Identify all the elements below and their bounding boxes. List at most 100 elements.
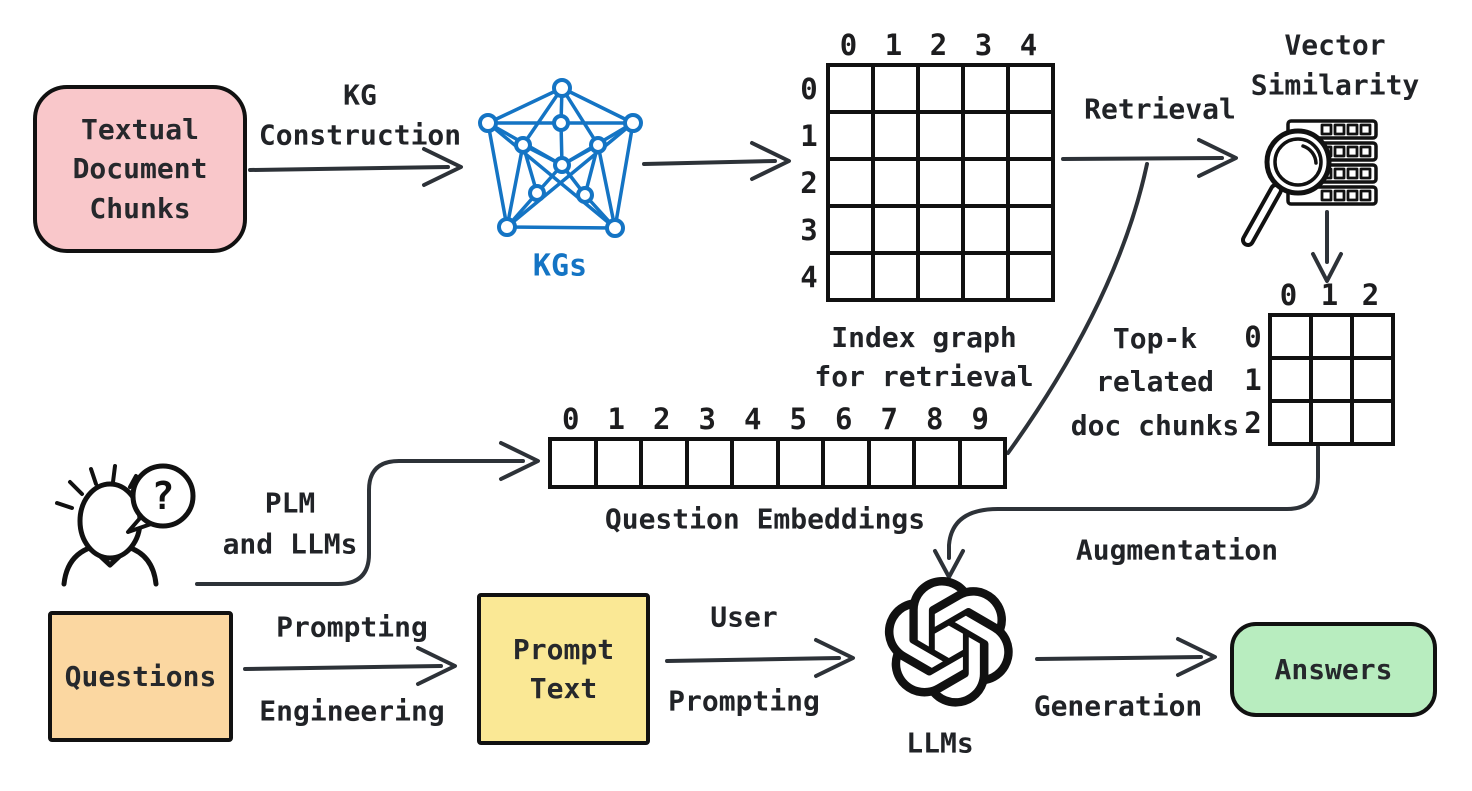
matrix-cell xyxy=(686,439,732,487)
matrix-col-label: 2 xyxy=(1361,278,1380,312)
idea-rays-icon xyxy=(55,464,138,510)
matrix-col-label: 3 xyxy=(698,402,716,436)
matrix-cell xyxy=(918,159,963,206)
matrix-cell xyxy=(1270,358,1311,401)
matrix-cell xyxy=(918,65,963,112)
matrix-row-label: 1 xyxy=(1244,362,1262,397)
matrix-cell xyxy=(595,439,641,487)
matrix-cell xyxy=(1008,112,1053,159)
label-question-embeddings: Question Embeddings xyxy=(604,502,926,536)
speech-bubble-tail xyxy=(126,515,153,534)
matrix-col-label: 1 xyxy=(607,402,625,436)
matrix-cell xyxy=(914,439,960,487)
label-plm-llms: PLM and LLMs xyxy=(222,486,358,560)
matrix-cell xyxy=(873,206,918,253)
matrix-col-label: 0 xyxy=(839,28,858,62)
node-questions: Questions xyxy=(48,611,233,742)
arrow-user-prompting xyxy=(665,638,855,678)
matrix-col-label: 3 xyxy=(974,28,993,62)
question-mark: ? xyxy=(152,474,175,518)
matrix-row-label: 2 xyxy=(800,165,818,200)
node-prompt-text: Prompt Text xyxy=(477,593,650,745)
matrix-row-label: 1 xyxy=(800,118,818,153)
label-retrieval: Retrieval xyxy=(1084,92,1236,126)
label-user-prompting: Prompting xyxy=(668,684,820,718)
matrix-cell xyxy=(963,65,1008,112)
matrix-col-label: 1 xyxy=(884,28,903,62)
matrix-cell xyxy=(1311,401,1352,444)
matrix-col-label: 6 xyxy=(835,402,853,436)
matrix-cell xyxy=(1311,358,1352,401)
knowledge-graph-icon xyxy=(478,78,643,238)
label-kgs: KGs xyxy=(532,248,588,284)
label-vector-similarity: Vector Similarity xyxy=(1250,28,1420,101)
matrix-col-label: 0 xyxy=(1279,278,1298,312)
matrix-row-label: 3 xyxy=(800,212,818,247)
matrix-corner xyxy=(792,27,826,63)
matrix-cell xyxy=(828,65,873,112)
matrix-corner xyxy=(1238,277,1268,313)
matrix-cell xyxy=(823,439,869,487)
node-answers: Answers xyxy=(1230,622,1437,717)
arrow-kgs-to-matrix xyxy=(642,141,791,181)
matrix-row-label: 2 xyxy=(1244,405,1262,440)
matrix-cell xyxy=(550,439,596,487)
matrix-cells xyxy=(548,437,1007,489)
matrix-cell xyxy=(959,439,1005,487)
label-topk: Top-k related doc chunks xyxy=(1070,321,1240,442)
arrow-prompt-engineering xyxy=(243,646,457,686)
arrow-similarity-to-topk xyxy=(1311,210,1343,283)
matrix-cell xyxy=(1270,401,1311,444)
matrix-col-label: 2 xyxy=(929,28,948,62)
matrix-cells xyxy=(826,63,1055,302)
node-textual-document-chunks: Textual Document Chunks xyxy=(33,85,247,253)
matrix-cell xyxy=(1008,206,1053,253)
matrix-cell xyxy=(1008,159,1053,206)
matrix-cell xyxy=(873,253,918,300)
magnifier-icon xyxy=(1241,128,1332,247)
matrix-cell xyxy=(777,439,823,487)
arrow-retrieval xyxy=(1061,138,1238,178)
matrix-col-label: 8 xyxy=(926,402,944,436)
matrix-col-label: 5 xyxy=(789,402,807,436)
label-index-graph: Index graph for retrieval xyxy=(814,320,1034,393)
matrix-cell xyxy=(828,159,873,206)
label-kg-construction: KG Construction xyxy=(258,78,462,151)
matrix-cell xyxy=(873,65,918,112)
matrix-cell xyxy=(918,112,963,159)
matrix-cell xyxy=(963,206,1008,253)
matrix-cell xyxy=(873,159,918,206)
vector-similarity-icon xyxy=(1241,119,1378,247)
matrix-row-label: 0 xyxy=(800,71,818,106)
matrix-cell xyxy=(828,253,873,300)
matrix-col-label: 2 xyxy=(653,402,671,436)
matrix-cell xyxy=(828,112,873,159)
matrix-cell xyxy=(828,206,873,253)
matrix-col-label: 1 xyxy=(1320,278,1339,312)
llm-logo-icon xyxy=(884,577,1013,707)
label-engineering: Engineering xyxy=(259,694,445,728)
matrix-cell xyxy=(1352,315,1393,358)
matrix-col-label: 9 xyxy=(971,402,989,436)
matrix-col-label: 0 xyxy=(562,402,580,436)
matrix-cell xyxy=(1311,315,1352,358)
label-llms: LLMs xyxy=(906,726,974,760)
matrix-col-label: 7 xyxy=(880,402,898,436)
matrix-cell xyxy=(1008,65,1053,112)
matrix-cell xyxy=(963,159,1008,206)
arrow-generation xyxy=(1035,637,1217,677)
matrix-cells xyxy=(1268,313,1395,446)
matrix-body xyxy=(548,437,1007,489)
label-augmentation: Augmentation xyxy=(1075,533,1279,567)
matrix-cell xyxy=(732,439,778,487)
